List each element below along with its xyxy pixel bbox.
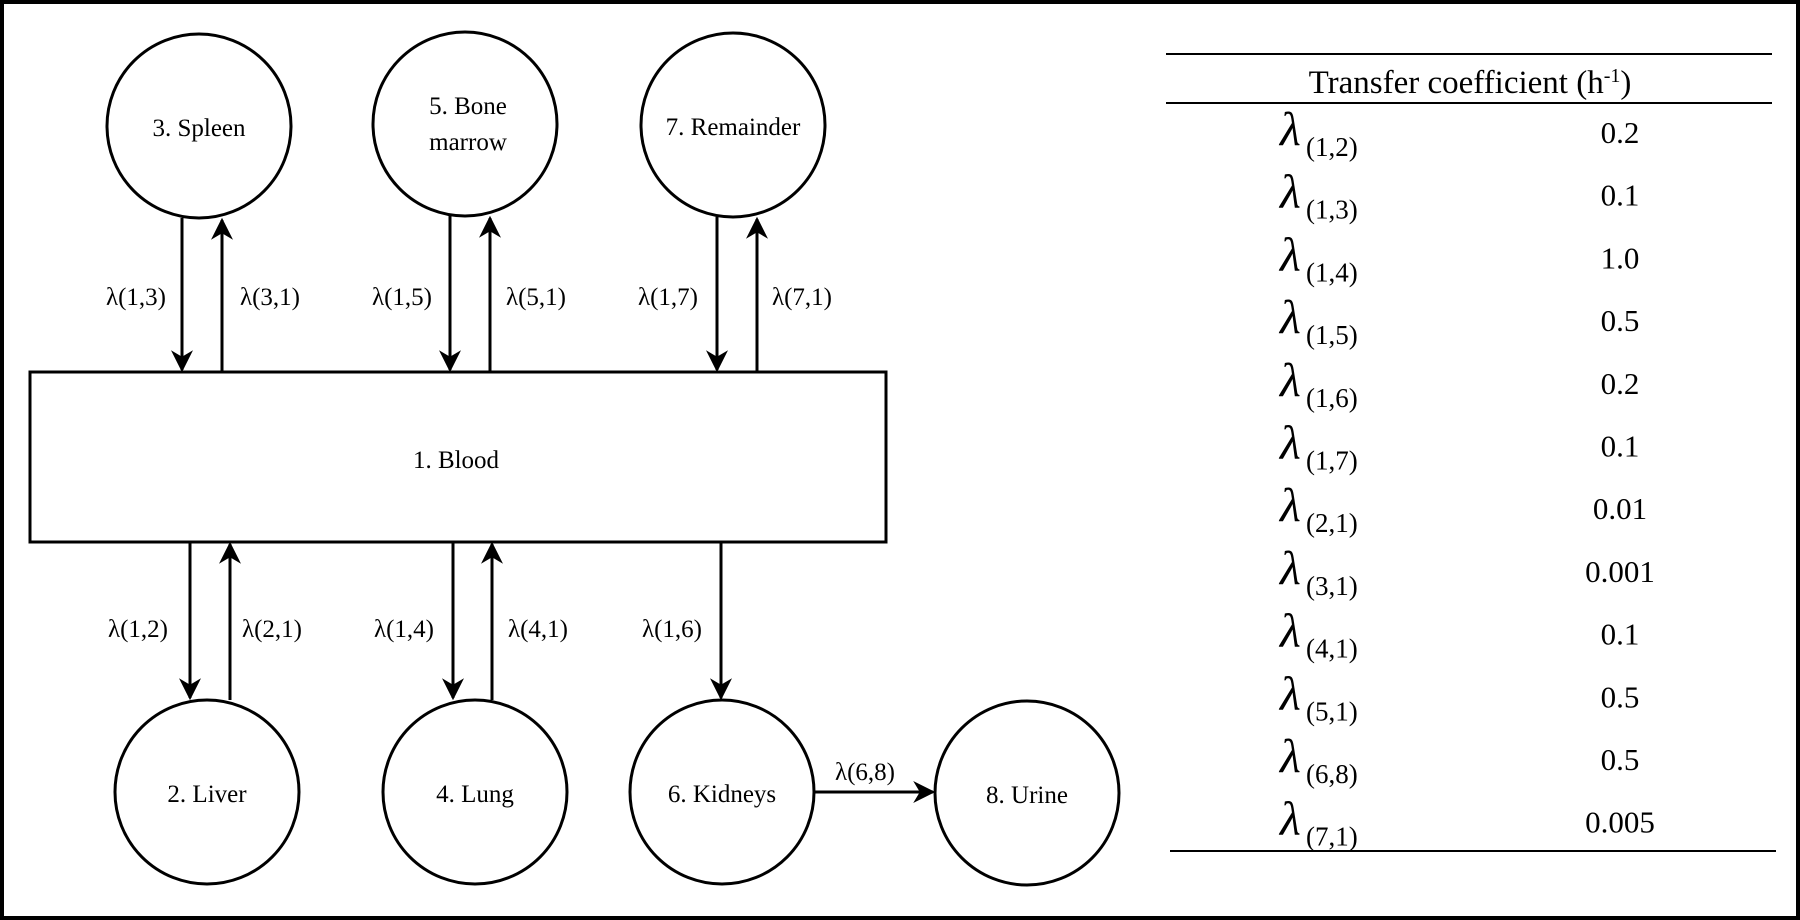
node-bone-marrow: 5. Bone marrow	[371, 30, 559, 218]
node-label-lung: 4. Lung	[436, 781, 514, 808]
coefficient-subscript: (4,1)	[1306, 634, 1358, 664]
coefficient-subscript: (1,4)	[1306, 257, 1358, 287]
lung-circle	[381, 698, 569, 886]
coefficient-symbol: λ	[1278, 228, 1301, 281]
coefficient-subscript: (6,8)	[1306, 759, 1358, 789]
coefficient-value: 0.1	[1601, 178, 1640, 213]
coefficient-subscript: (1,7)	[1306, 446, 1358, 476]
coefficient-subscript: (1,2)	[1306, 132, 1358, 162]
coefficient-symbol: λ	[1278, 166, 1301, 219]
node-remainder: 7. Remainder	[639, 31, 827, 219]
table-row: λ(2,1) 0.01	[1278, 479, 1647, 538]
table-header-exponent: -1	[1604, 65, 1621, 87]
table-row: λ(5,1) 0.5	[1278, 667, 1639, 726]
coefficient-subscript: (1,6)	[1306, 383, 1358, 413]
table-row: λ(1,7) 0.1	[1278, 417, 1639, 476]
coefficient-subscript: (1,3)	[1306, 195, 1358, 225]
transfer-coefficient-table: Transfer coefficient (h-1) λ(1,2)0.2λ(1,…	[1166, 53, 1776, 852]
coefficient-value: 1.0	[1601, 240, 1640, 275]
edge-label-1-5: λ(1,5)	[372, 284, 432, 311]
edge-label-7-1: λ(7,1)	[772, 284, 832, 311]
bone-marrow-circle	[371, 30, 559, 218]
edge-label-1-6: λ(1,6)	[642, 616, 702, 643]
coefficient-value: 0.5	[1601, 679, 1640, 714]
table-header-text: Transfer coefficient (h	[1309, 65, 1605, 101]
coefficient-value: 0.001	[1585, 554, 1655, 589]
table-header-close: )	[1620, 65, 1631, 101]
coefficient-value: 0.2	[1601, 115, 1640, 150]
coefficient-symbol: λ	[1278, 605, 1301, 658]
liver-circle	[113, 698, 301, 886]
edge-label-6-8: λ(6,8)	[835, 759, 895, 786]
node-label-remainder: 7. Remainder	[666, 114, 801, 141]
table-row: λ(1,3) 0.1	[1278, 166, 1639, 225]
coefficient-value: 0.2	[1601, 366, 1640, 401]
coefficient-subscript: (5,1)	[1306, 696, 1358, 726]
spleen-circle	[105, 32, 293, 220]
edge-label-1-2: λ(1,2)	[108, 616, 168, 643]
node-lung: 4. Lung	[381, 698, 569, 886]
node-liver: 2. Liver	[113, 698, 301, 886]
table-row: λ(6,8) 0.5	[1278, 730, 1639, 789]
coefficient-value: 0.1	[1601, 617, 1640, 652]
coefficient-subscript: (3,1)	[1306, 571, 1358, 601]
table-row: λ(3,1) 0.001	[1278, 542, 1655, 601]
compartment-diagram: 1. Blood 3. Spleen 5. Bone marrow 7. Rem…	[28, 30, 1121, 887]
edge-label-1-3: λ(1,3)	[106, 284, 166, 311]
coefficient-symbol: λ	[1278, 417, 1301, 470]
coefficient-subscript: (2,1)	[1306, 508, 1358, 538]
coefficient-subscript: (7,1)	[1306, 822, 1358, 852]
coefficient-value: 0.1	[1601, 429, 1640, 464]
table-rows: λ(1,2)0.2λ(1,3)0.1λ(1,4)1.0λ(1,5)0.5λ(1,…	[1278, 103, 1655, 852]
table-row: λ(1,4) 1.0	[1278, 228, 1639, 287]
coefficient-value: 0.5	[1601, 742, 1640, 777]
node-kidneys: 6. Kidneys	[628, 698, 816, 886]
node-blood: 1. Blood	[28, 370, 888, 544]
node-urine: 8. Urine	[933, 699, 1121, 887]
remainder-circle	[639, 31, 827, 219]
table-header: Transfer coefficient (h-1)	[1309, 65, 1632, 101]
table-row: λ(1,2) 0.2	[1278, 103, 1639, 162]
coefficient-subscript: (1,5)	[1306, 320, 1358, 350]
coefficient-symbol: λ	[1278, 793, 1301, 846]
node-label-kidneys: 6. Kidneys	[668, 781, 776, 808]
node-label-spleen: 3. Spleen	[152, 115, 246, 142]
node-spleen: 3. Spleen	[105, 32, 293, 220]
node-label-blood: 1. Blood	[413, 447, 500, 474]
node-label-bone-marrow-line1: 5. Bone	[429, 93, 507, 120]
coefficient-value: 0.01	[1593, 491, 1647, 526]
edge-label-1-4: λ(1,4)	[374, 616, 434, 643]
coefficient-symbol: λ	[1278, 103, 1301, 156]
table-row: λ(1,6) 0.2	[1278, 354, 1639, 413]
coefficient-symbol: λ	[1278, 291, 1301, 344]
node-label-urine: 8. Urine	[986, 782, 1068, 809]
table-row: λ(4,1) 0.1	[1278, 605, 1639, 664]
table-row: λ(7,1) 0.005	[1278, 793, 1655, 852]
coefficient-symbol: λ	[1278, 542, 1301, 595]
coefficient-value: 0.005	[1585, 805, 1655, 840]
edge-label-4-1: λ(4,1)	[508, 616, 568, 643]
coefficient-symbol: λ	[1278, 354, 1301, 407]
node-label-bone-marrow-line2: marrow	[429, 129, 507, 156]
edge-label-1-7: λ(1,7)	[638, 284, 698, 311]
coefficient-value: 0.5	[1601, 303, 1640, 338]
coefficient-symbol: λ	[1278, 479, 1301, 532]
edge-label-3-1: λ(3,1)	[240, 284, 300, 311]
node-label-liver: 2. Liver	[167, 781, 247, 808]
coefficient-symbol: λ	[1278, 667, 1301, 720]
edge-label-5-1: λ(5,1)	[506, 284, 566, 311]
table-row: λ(1,5) 0.5	[1278, 291, 1639, 350]
coefficient-symbol: λ	[1278, 730, 1301, 783]
edge-label-2-1: λ(2,1)	[242, 616, 302, 643]
